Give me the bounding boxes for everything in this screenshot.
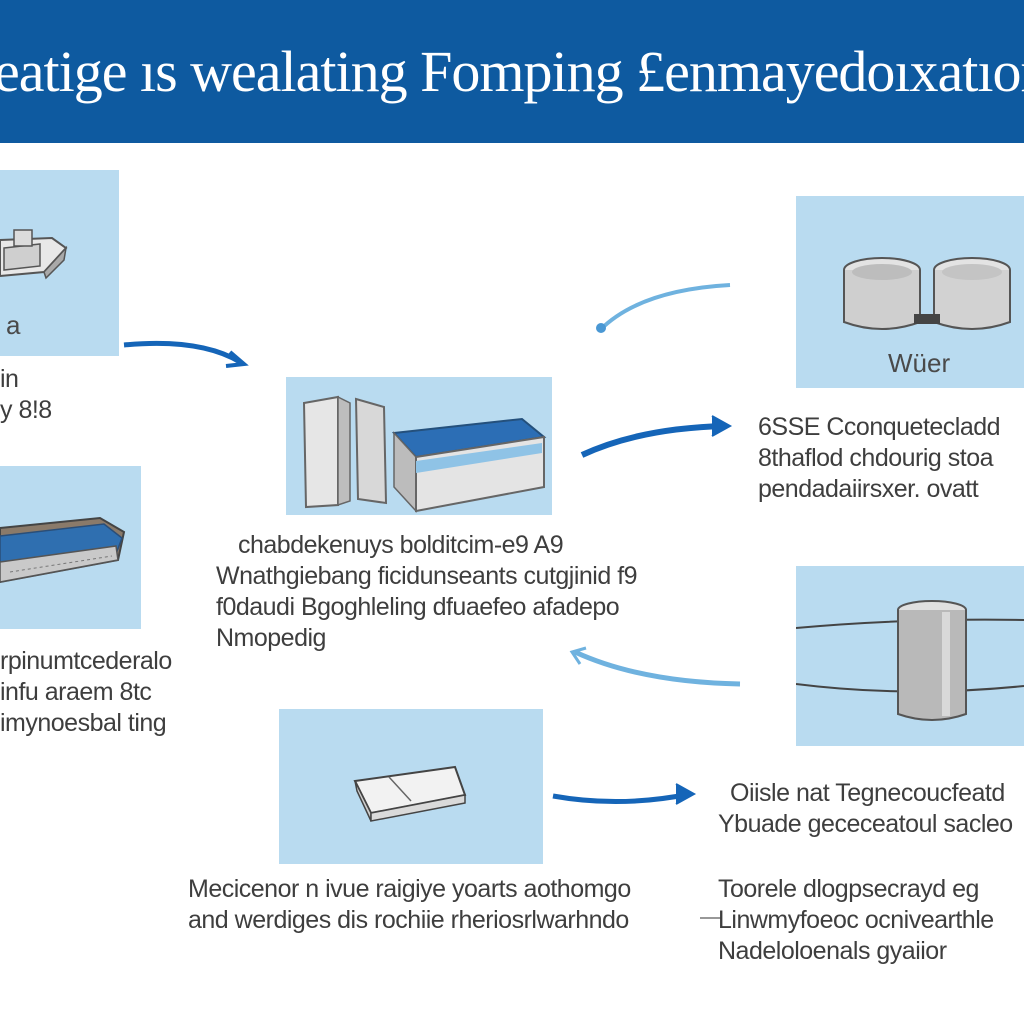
caption-line: Linwmyfoeoc ocnivearthle xyxy=(718,906,994,934)
caption-line: 8thaflod chdourig stoa xyxy=(758,444,994,472)
caption-line: chabdekenuys bolditcim-e9 A9 xyxy=(238,531,564,559)
caption-line: rpinumtcederalo xyxy=(0,647,172,675)
caption-left-middle: rpinumtcederalo infu araem 8tc imynoesba… xyxy=(0,646,190,739)
caption-line: Nadeloloenals gyaiior xyxy=(718,937,947,965)
caption-bottom-right: Toorele dlogpsecrayd eg Linwmyfoeoc ocni… xyxy=(718,874,1024,967)
blocks-icon xyxy=(302,395,547,513)
arrow-right-to-center xyxy=(573,649,741,687)
panel-top-right: Wüer xyxy=(796,196,1024,388)
caption-top-left: in y 8!8 xyxy=(0,364,80,426)
caption-line: 6SSE Cconquetecladd xyxy=(758,413,1001,441)
caption-line: Ybuade gececeatoul sacleo xyxy=(718,810,1013,838)
arrow-bottom-to-right xyxy=(552,791,691,804)
caption-line: imynoesbal ting xyxy=(0,709,167,737)
conveyor-mat-icon xyxy=(0,516,126,584)
caption-line: Mecicenor n ivue raigiye yoarts aothomgo xyxy=(188,875,631,903)
caption-line: Toorele dlogpsecrayd eg xyxy=(718,875,979,903)
caption-line: y 8!8 xyxy=(0,396,52,424)
caption-right-middle: Oiisle nat Tegnecoucfeatd Ybuade gececea… xyxy=(718,778,1024,840)
caption-center: chabdekenuys bolditcim-e9 A9 Wnathgieban… xyxy=(216,530,706,654)
page-title: eatige ıs wealating Fomping £enmayedoıxa… xyxy=(0,39,1024,104)
case-icon xyxy=(353,765,467,822)
caption-line: pendadaiirsxer. ovatt xyxy=(758,475,979,503)
caption-line: in xyxy=(0,365,19,393)
caption-bottom-center: Mecicenor n ivue raigiye yoarts aothomgo… xyxy=(188,874,700,936)
caption-line: Wnathgiebang ficidunseants cutgjinid f9 xyxy=(216,562,638,590)
arrow-center-to-top-right xyxy=(598,283,731,332)
panel-top-right-label: Wüer xyxy=(888,348,951,378)
caption-line: f0daudi Bgoghleling dfuaefeo afadepo xyxy=(216,593,620,621)
arrow-left-to-center xyxy=(123,340,242,365)
panel-right-middle xyxy=(796,566,1024,746)
caption-line: Oiisle nat Tegnecoucfeatd xyxy=(730,779,1005,807)
arrow-center-to-right xyxy=(580,423,727,458)
panel-top-left: a xyxy=(0,170,119,356)
containers-icon xyxy=(843,257,1011,330)
machine-icon xyxy=(0,229,68,280)
caption-right-top: 6SSE Cconquetecladd 8thaflod chdourig st… xyxy=(758,412,1024,505)
panel-center xyxy=(286,377,552,515)
caption-line: Nmopedig xyxy=(216,624,326,652)
cylinder-icon xyxy=(796,600,1024,721)
panel-top-left-label: a xyxy=(6,310,21,340)
panel-bottom-center xyxy=(279,709,543,864)
header-banner: eatige ıs wealating Fomping £enmayedoıxa… xyxy=(0,0,1024,143)
caption-line: and werdiges dis rochiie rheriosrlwarhnd… xyxy=(188,906,629,934)
panel-left-middle xyxy=(0,466,141,629)
caption-line: infu araem 8tc xyxy=(0,678,152,706)
